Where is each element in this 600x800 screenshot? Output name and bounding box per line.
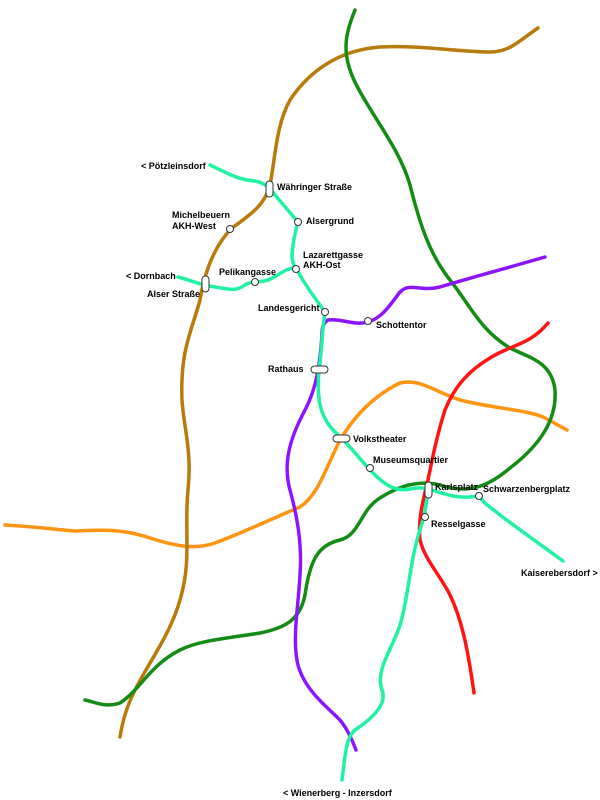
- station-resselgasse[interactable]: [421, 513, 429, 521]
- label-landesgericht: Landesgericht: [258, 303, 320, 313]
- label-karlsplatz: Karlsplatz: [435, 482, 479, 492]
- station-museumsquartier[interactable]: [366, 464, 374, 472]
- label-rathaus: Rathaus: [268, 364, 304, 374]
- station-schwarzenbergplatz[interactable]: [475, 492, 483, 500]
- label-lazarettgasse: Lazarettgasse: [303, 250, 363, 260]
- station-landesgericht[interactable]: [321, 308, 329, 316]
- station-rathaus[interactable]: [310, 365, 329, 374]
- station-pelikangasse[interactable]: [251, 278, 259, 286]
- station-michelbeuern[interactable]: [226, 225, 234, 233]
- label-volkstheater: Volkstheater: [353, 434, 407, 444]
- label-michelbeuern: Michelbeuern: [172, 210, 230, 220]
- station-alser-strasse[interactable]: [201, 275, 210, 293]
- label-dornbach: < Dornbach: [126, 271, 176, 281]
- label-pelikangasse: Pelikangasse: [219, 267, 276, 277]
- label-waehringer-strasse: Währinger Straße: [277, 182, 352, 192]
- label-wienerberg-inzersdorf: < Wienerberg - Inzersdorf: [283, 788, 393, 798]
- mint-line-main[interactable]: [316, 310, 565, 563]
- label-museumsquartier: Museumsquartier: [373, 455, 449, 465]
- purple-line[interactable]: [320, 255, 547, 337]
- brown-line[interactable]: [118, 26, 540, 739]
- label-kaiserebersdorf: Kaiserebersdorf >: [521, 568, 598, 578]
- label-akh-ost: AKH-Ost: [303, 260, 341, 270]
- label-akh-west: AKH-West: [172, 221, 216, 231]
- station-schottentor[interactable]: [364, 317, 372, 325]
- label-schwarzenbergplatz: Schwarzenbergplatz: [483, 484, 571, 494]
- station-alsergrund[interactable]: [294, 218, 302, 226]
- purple-line-under-construction[interactable]: [285, 333, 358, 752]
- station-waehringer-strasse[interactable]: [265, 180, 274, 198]
- red-line[interactable]: [417, 321, 550, 695]
- label-alser-strasse: Alser Straße: [147, 289, 200, 299]
- mint-line-south[interactable]: [340, 488, 430, 782]
- orange-line[interactable]: [3, 380, 569, 549]
- label-poetzleinsdorf: < Pötzleinsdorf: [141, 161, 207, 171]
- dark-green-line[interactable]: [83, 8, 557, 707]
- label-alsergrund: Alsergrund: [306, 216, 354, 226]
- station-lazarettgasse[interactable]: [292, 265, 300, 273]
- station-karlsplatz[interactable]: [424, 481, 433, 499]
- label-resselgasse: Resselgasse: [431, 519, 486, 529]
- label-schottentor: Schottentor: [376, 320, 427, 330]
- station-volkstheater[interactable]: [332, 434, 351, 443]
